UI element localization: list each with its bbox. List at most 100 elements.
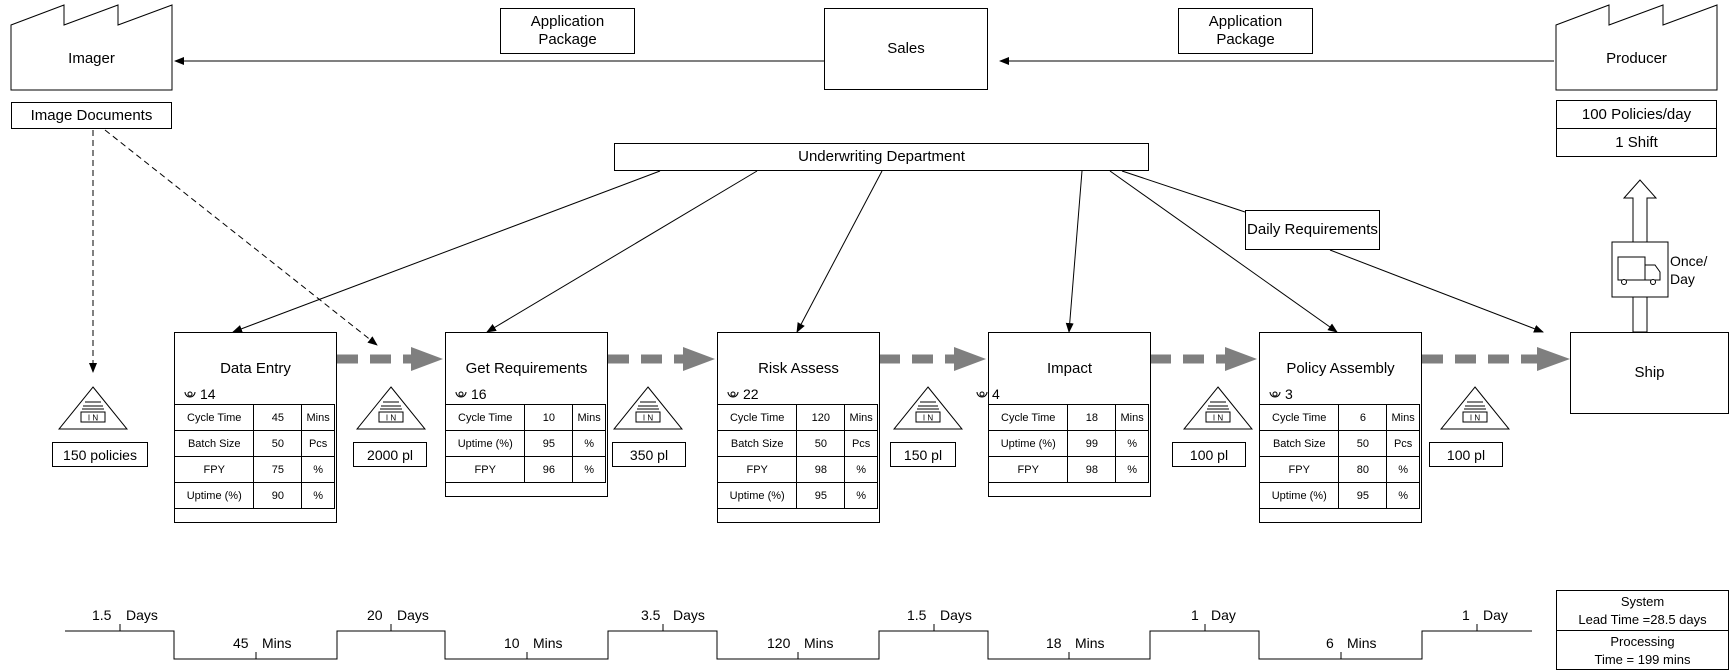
metric-name: FPY xyxy=(1258,456,1340,483)
metric-value: 50 xyxy=(1338,430,1388,457)
metric-unit: Mins xyxy=(572,404,606,431)
metric-name: Uptime (%) xyxy=(716,482,798,509)
timeline-wait-unit: Day xyxy=(1483,607,1508,623)
timeline-process-unit: Mins xyxy=(1347,635,1377,651)
uw-to-policy-assembly xyxy=(1109,170,1338,333)
ship-box: Ship xyxy=(1570,332,1729,414)
metric-value: 90 xyxy=(253,482,303,509)
inventory-quantity: 350 pl xyxy=(612,442,686,467)
metric-value: 96 xyxy=(524,456,574,483)
metric-unit: Pcs xyxy=(1386,430,1420,457)
inventory-quantity: 100 pl xyxy=(1172,442,1246,467)
timeline-process-value: 10 xyxy=(504,635,520,651)
operator-icon xyxy=(976,391,988,398)
timeline-process-value: 120 xyxy=(767,635,791,651)
timeline-ticks xyxy=(119,624,1478,659)
table-row: Uptime (%)99% xyxy=(987,430,1149,457)
dashed-to-inventory-2 xyxy=(104,129,378,346)
uw-to-get-requirements xyxy=(486,170,758,333)
operator-count: 3 xyxy=(1268,386,1293,402)
metric-value: 10 xyxy=(524,404,574,431)
inventory-icon-label: I N xyxy=(643,414,653,423)
sales-box: Sales xyxy=(824,8,988,90)
operator-icon xyxy=(455,391,467,398)
timeline-wait-unit: Days xyxy=(397,607,429,623)
operator-count: 14 xyxy=(183,386,216,402)
process-title: Get Requirements xyxy=(465,360,588,377)
process-title: Data Entry xyxy=(220,360,291,377)
metric-value: 98 xyxy=(796,456,846,483)
inventory-icon: I N xyxy=(1183,386,1253,430)
uw-to-risk-assess xyxy=(796,170,883,333)
metric-unit: % xyxy=(844,456,878,483)
metric-unit: % xyxy=(301,456,335,483)
summary-system-label: System xyxy=(1620,594,1665,609)
process-title: Risk Assess xyxy=(758,360,839,377)
daily-req-to-ship xyxy=(1329,249,1544,333)
metric-name: Batch Size xyxy=(716,430,798,457)
imager-label: Imager xyxy=(68,50,115,67)
truck-icon xyxy=(1617,256,1661,285)
timeline-wait-value: 1 xyxy=(1462,607,1470,623)
operator-count: 16 xyxy=(454,386,487,402)
metric-value: 95 xyxy=(524,430,574,457)
inventory-icon: I N xyxy=(356,386,426,430)
operator-count-value: 14 xyxy=(200,386,216,402)
summary-processing-label: Processing xyxy=(1610,634,1675,649)
producer-shift-box: 1 Shift xyxy=(1556,128,1717,157)
metric-unit: Pcs xyxy=(301,430,335,457)
metric-value: 95 xyxy=(796,482,846,509)
timeline-wait-value: 1.5 xyxy=(907,607,927,623)
metric-unit: % xyxy=(1386,456,1420,483)
metric-name: Cycle Time xyxy=(1258,404,1340,431)
operator-count-value: 22 xyxy=(743,386,759,402)
shipment-frequency-label: Once/ Day xyxy=(1670,253,1708,287)
metric-name: FPY xyxy=(716,456,798,483)
timeline-process-value: 18 xyxy=(1046,635,1062,651)
operator-count-value: 16 xyxy=(471,386,487,402)
metric-name: Cycle Time xyxy=(173,404,255,431)
table-row: Uptime (%)95% xyxy=(444,430,606,457)
inventory-quantity: 2000 pl xyxy=(353,442,427,467)
operator-icon xyxy=(1269,391,1281,398)
metric-unit: % xyxy=(572,456,606,483)
timeline-wait-unit: Day xyxy=(1211,607,1236,623)
timeline-process-value: 45 xyxy=(233,635,249,651)
inventory-icon-label: I N xyxy=(923,414,933,423)
timeline-process-unit: Mins xyxy=(1075,635,1105,651)
timeline-wait-value: 3.5 xyxy=(641,607,661,623)
metric-value: 80 xyxy=(1338,456,1388,483)
inventory-icon-label: I N xyxy=(386,414,396,423)
metric-unit: Mins xyxy=(1386,404,1420,431)
metric-value: 99 xyxy=(1067,430,1117,457)
metric-unit: Mins xyxy=(844,404,878,431)
operator-icon xyxy=(727,391,739,398)
metric-name: FPY xyxy=(987,456,1069,483)
metric-unit: % xyxy=(572,430,606,457)
metric-value: 75 xyxy=(253,456,303,483)
timeline-wait-value: 1.5 xyxy=(92,607,112,623)
metric-name: Uptime (%) xyxy=(1258,482,1340,509)
inventory-icon: I N xyxy=(893,386,963,430)
producer-rate-box: 100 Policies/day xyxy=(1556,100,1717,129)
metric-value: 50 xyxy=(253,430,303,457)
metric-name: Batch Size xyxy=(1258,430,1340,457)
metric-name: Cycle Time xyxy=(444,404,526,431)
imager-factory-icon xyxy=(10,4,173,91)
metric-name: Uptime (%) xyxy=(173,482,255,509)
timeline-process-unit: Mins xyxy=(262,635,292,651)
